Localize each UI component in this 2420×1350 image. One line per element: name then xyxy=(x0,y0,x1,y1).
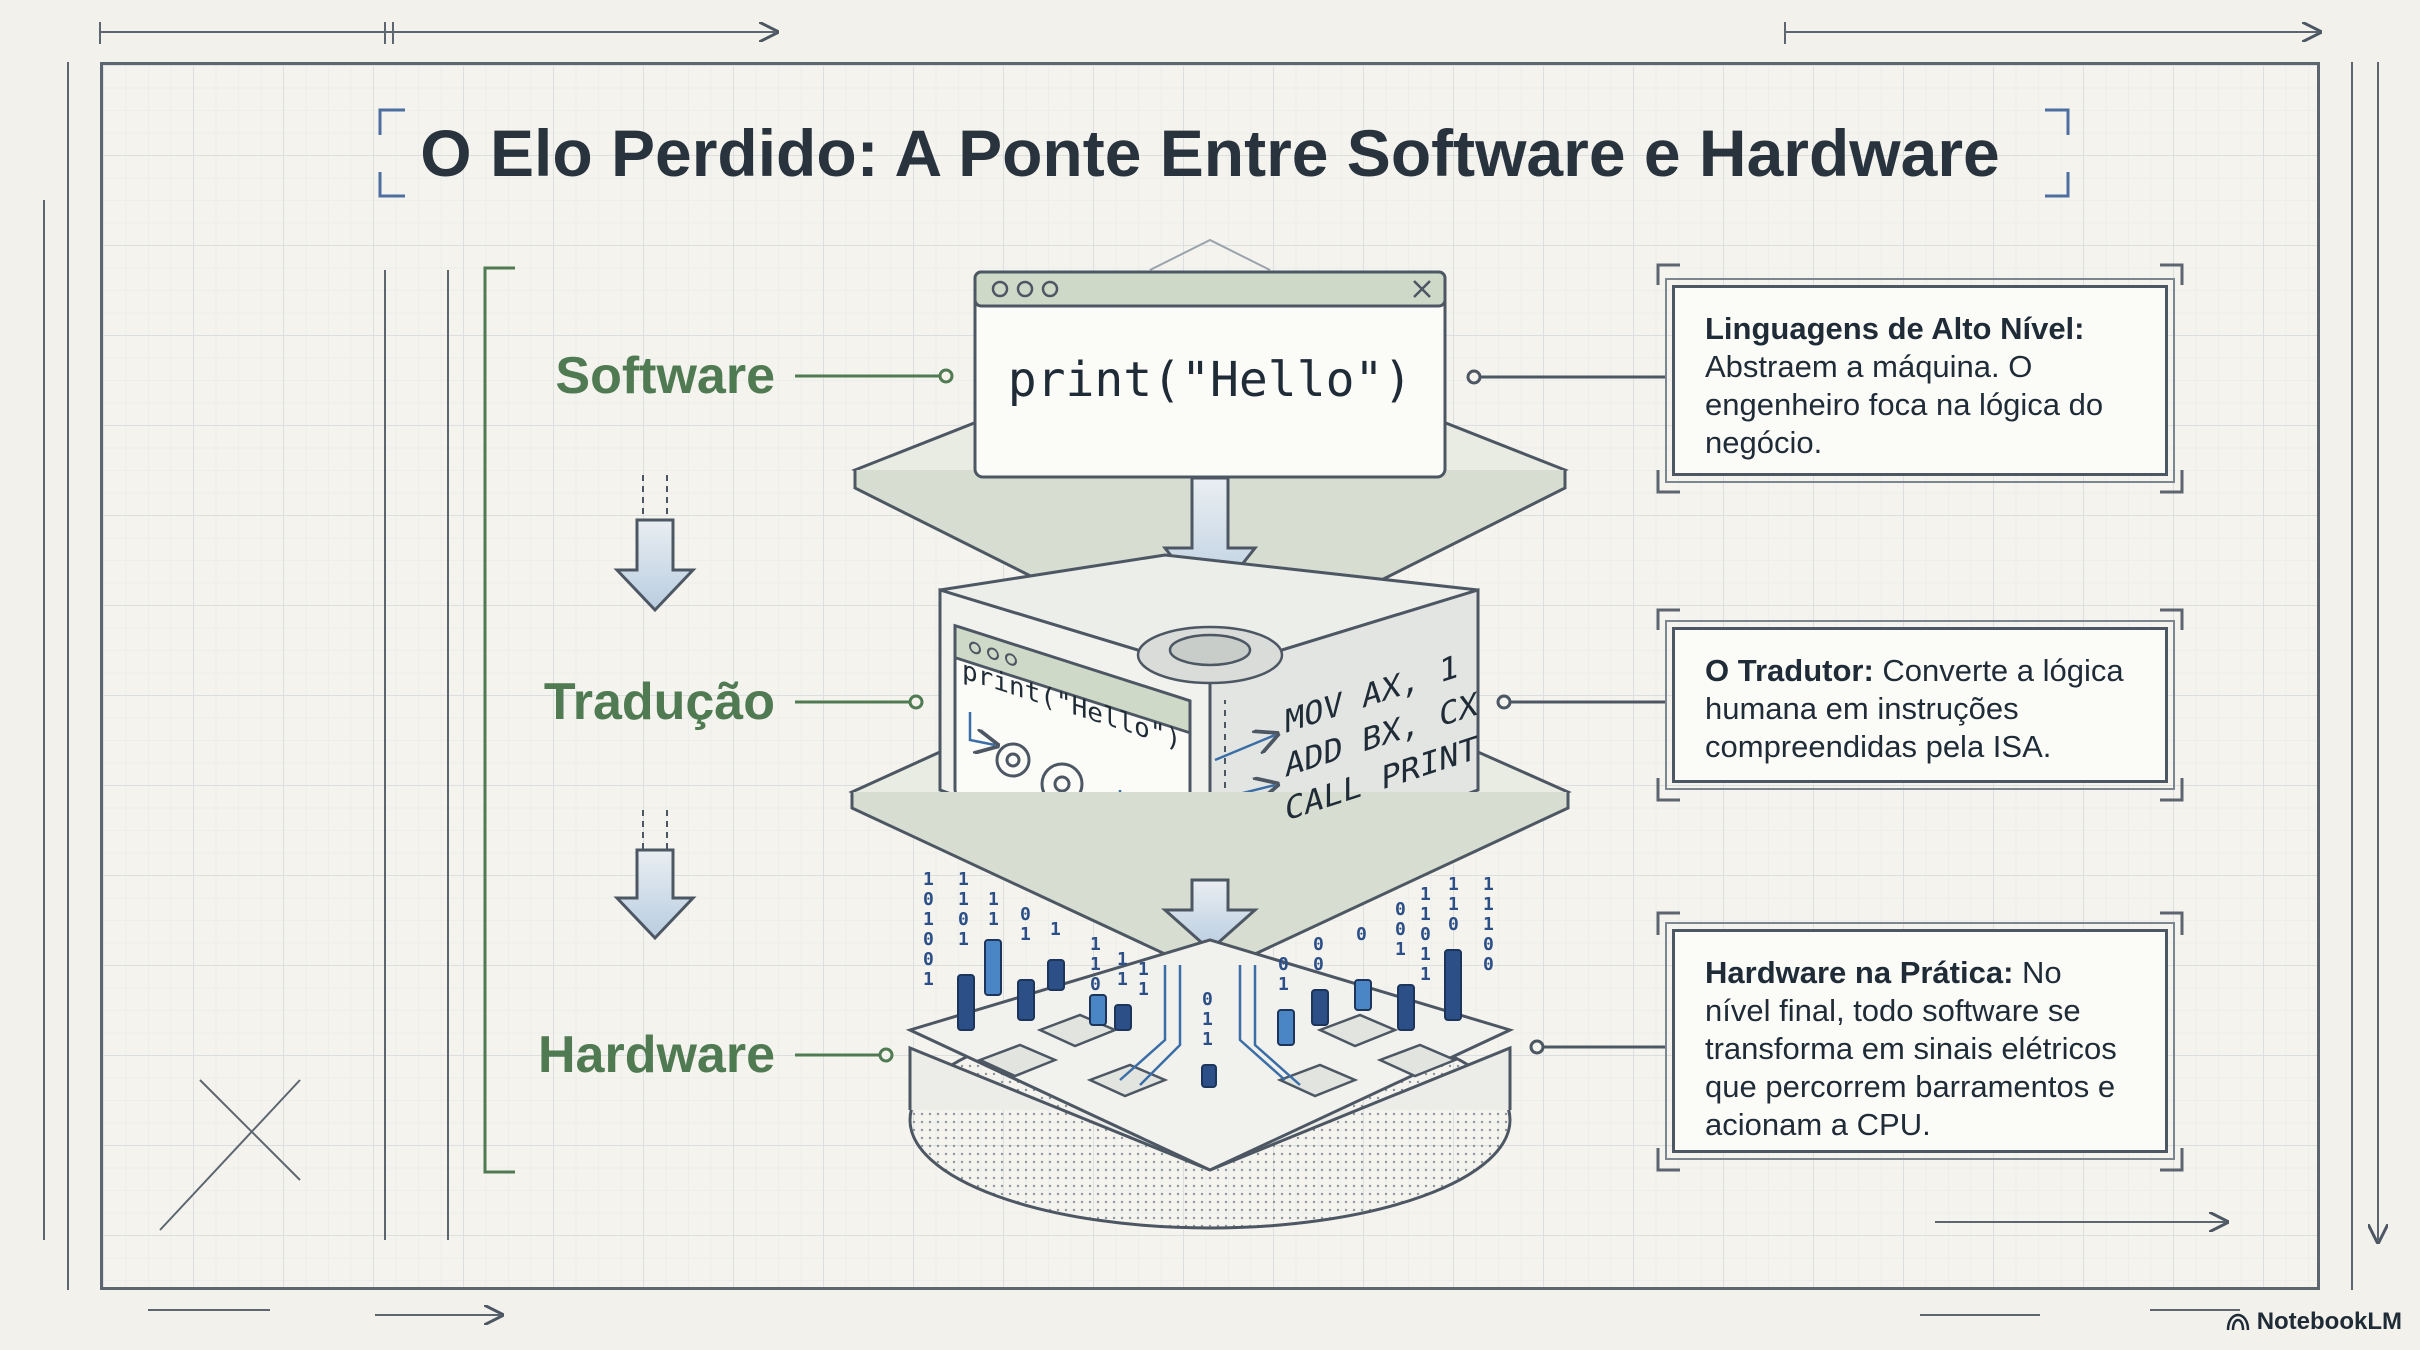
svg-text:0: 0 xyxy=(923,929,934,950)
svg-text:1: 1 xyxy=(1448,874,1459,895)
label-software: Software xyxy=(555,347,775,405)
card-frame xyxy=(1665,922,2175,1160)
svg-text:1: 1 xyxy=(1448,894,1459,915)
svg-text:1: 1 xyxy=(1050,919,1061,940)
svg-text:1: 1 xyxy=(1420,944,1431,965)
svg-text:0: 0 xyxy=(1483,954,1494,975)
top-code-text: print("Hello") xyxy=(1007,352,1413,408)
svg-text:0: 0 xyxy=(1356,924,1367,945)
card-body: Converte a lógica humana em instruções c… xyxy=(1705,653,2124,764)
svg-text:1: 1 xyxy=(1395,939,1406,960)
notebooklm-brand: NotebookLM xyxy=(2225,1308,2402,1336)
card-frame xyxy=(1665,620,2175,790)
dimension-lines xyxy=(43,22,2378,1315)
card-heading: Hardware na Prática: xyxy=(1705,955,2023,990)
card-brackets xyxy=(1656,263,2184,1172)
svg-text:1: 1 xyxy=(958,929,969,950)
svg-text:1: 1 xyxy=(958,869,969,890)
svg-text:1: 1 xyxy=(1483,914,1494,935)
card-body: No nível final, todo software se transfo… xyxy=(1705,955,2117,1142)
svg-text:0: 0 xyxy=(1313,934,1324,955)
svg-text:1: 1 xyxy=(1483,874,1494,895)
svg-text:1: 1 xyxy=(958,889,969,910)
svg-text:1: 1 xyxy=(988,889,999,910)
card-body: Abstraem a máquina. O engenheiro foca na… xyxy=(1705,349,2104,460)
card-heading: Linguagens de Alto Nível: xyxy=(1705,311,2085,346)
brand-name: NotebookLM xyxy=(2256,1308,2402,1335)
svg-text:1: 1 xyxy=(1138,979,1149,1000)
card-frame xyxy=(1665,278,2175,483)
svg-text:1: 1 xyxy=(1420,884,1431,905)
notebooklm-logo-icon xyxy=(2226,1313,2249,1331)
svg-text:0: 0 xyxy=(1202,989,1213,1010)
card-hardware-practice: Hardware na Prática: No nível final, tod… xyxy=(1672,929,2168,1153)
svg-text:0: 0 xyxy=(1420,924,1431,945)
svg-text:1: 1 xyxy=(1483,894,1494,915)
svg-text:1: 1 xyxy=(1138,959,1149,980)
card-heading: O Tradutor: xyxy=(1705,653,1883,688)
svg-text:0: 0 xyxy=(1020,904,1031,925)
svg-text:1: 1 xyxy=(923,869,934,890)
svg-text:1: 1 xyxy=(1090,954,1101,975)
svg-text:0: 0 xyxy=(923,949,934,970)
svg-text:1: 1 xyxy=(988,909,999,930)
svg-text:1: 1 xyxy=(923,909,934,930)
svg-text:0: 0 xyxy=(1278,954,1289,975)
svg-text:0: 0 xyxy=(1313,954,1324,975)
svg-text:0: 0 xyxy=(1090,974,1101,995)
svg-text:1: 1 xyxy=(1117,949,1128,970)
svg-text:1: 1 xyxy=(923,969,934,990)
svg-text:1: 1 xyxy=(1202,1009,1213,1030)
svg-text:1: 1 xyxy=(1278,974,1289,995)
page-title: O Elo Perdido: A Ponte Entre Software e … xyxy=(420,115,2000,190)
svg-text:1: 1 xyxy=(1020,924,1031,945)
svg-text:0: 0 xyxy=(1395,899,1406,920)
svg-text:1: 1 xyxy=(1420,964,1431,985)
svg-text:1: 1 xyxy=(1202,1029,1213,1050)
label-hardware: Hardware xyxy=(538,1026,775,1084)
svg-text:0: 0 xyxy=(958,909,969,930)
label-traducao: Tradução xyxy=(543,673,775,731)
svg-text:0: 0 xyxy=(1448,914,1459,935)
svg-text:1: 1 xyxy=(1117,969,1128,990)
card-high-level-languages: Linguagens de Alto Nível: Abstraem a máq… xyxy=(1672,285,2168,476)
svg-text:0: 0 xyxy=(1483,934,1494,955)
svg-text:1: 1 xyxy=(1090,934,1101,955)
svg-text:0: 0 xyxy=(1395,919,1406,940)
svg-text:1: 1 xyxy=(1420,904,1431,925)
card-translator: O Tradutor: Converte a lógica humana em … xyxy=(1672,627,2168,783)
svg-text:0: 0 xyxy=(923,889,934,910)
